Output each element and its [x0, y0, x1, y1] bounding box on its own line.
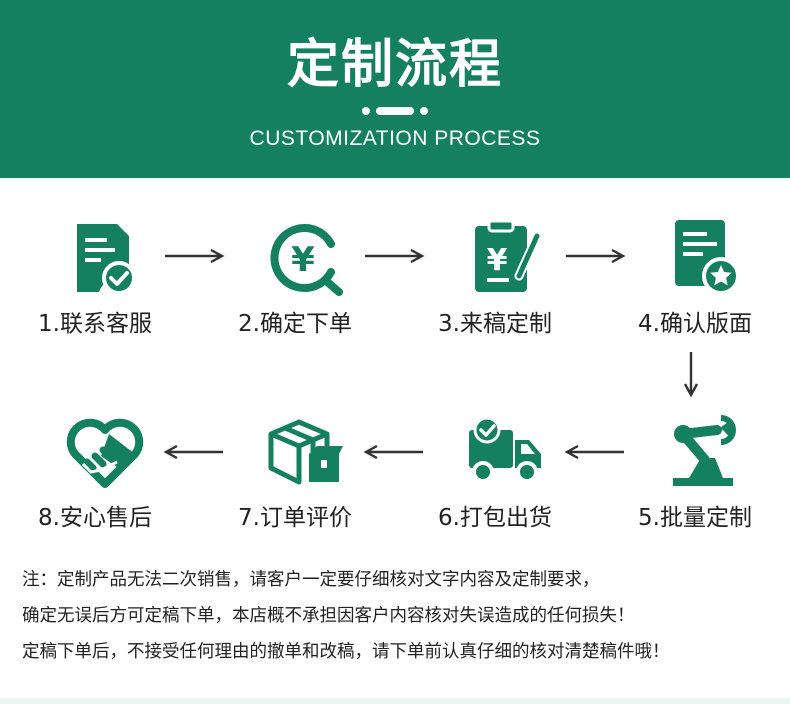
document-star-icon [665, 218, 745, 298]
arrow-left-icon [363, 444, 423, 460]
step-label: 6.打包出货 [438, 505, 552, 531]
clipboard-pen-icon: ¥ [465, 218, 545, 298]
step-label: 1.联系客服 [38, 311, 152, 337]
svg-text:¥: ¥ [487, 243, 508, 278]
arrow-down-icon [683, 352, 699, 398]
step-label: 4.确认版面 [638, 311, 752, 337]
robot-arm-icon [665, 412, 745, 492]
header-banner: 定制流程 CUSTOMIZATION PROCESS [0, 0, 790, 178]
title-divider [0, 104, 790, 118]
page-title: 定制流程 [286, 35, 503, 95]
bottom-divider [0, 698, 790, 704]
handshake-heart-icon [65, 412, 145, 492]
boxes-icon [265, 412, 345, 492]
arrow-left-icon [564, 444, 624, 460]
step-label: 5.批量定制 [638, 505, 752, 531]
notice-line: 确定无误后方可定稿下单，本店概不承担因客户内容核对失误造成的任何损失！ [22, 606, 635, 626]
page-subtitle: CUSTOMIZATION PROCESS [249, 127, 541, 150]
arrow-right-icon [365, 248, 425, 264]
step-label: 2.确定下单 [238, 311, 352, 337]
arrow-right-icon [165, 248, 225, 264]
notice-line: 定稿下单后，不接受任何理由的撤单和改稿，请下单前认真仔细的核对清楚稿件哦！ [22, 642, 670, 662]
arrow-right-icon [566, 248, 626, 264]
notice-line: 注：定制产品无法二次销售，请客户一定要仔细核对文字内容及定制要求， [22, 570, 600, 590]
step-label: 7.订单评价 [238, 505, 352, 531]
svg-text:¥: ¥ [291, 240, 315, 280]
contact-document-icon [65, 218, 145, 298]
arrow-left-icon [163, 444, 223, 460]
step-label: 8.安心售后 [38, 505, 152, 531]
yuan-coin-icon: ¥ [265, 218, 345, 298]
step-label: 3.来稿定制 [438, 311, 552, 337]
delivery-truck-icon [465, 412, 545, 492]
